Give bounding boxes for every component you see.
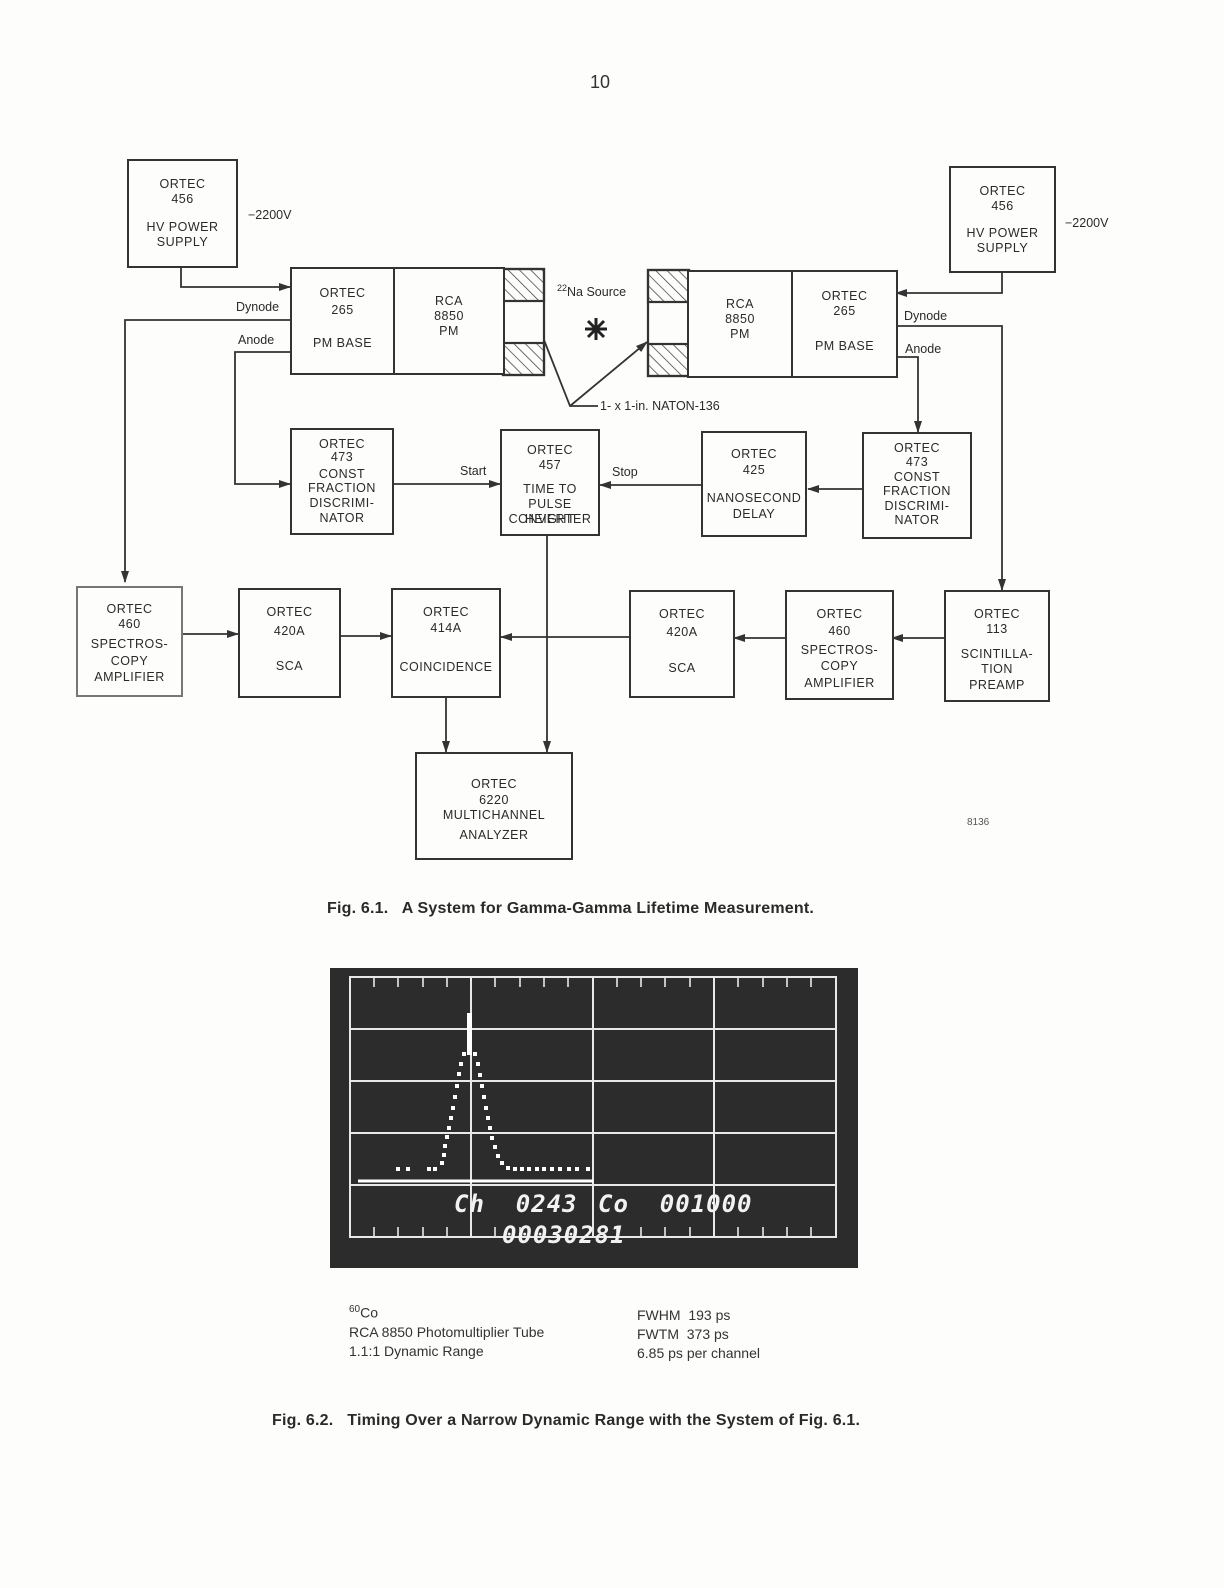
block-diagram-wiring [121,267,1006,753]
source-mass-number: 22 [557,283,568,293]
figure-6-2-notes-left: 60Co RCA 8850 Photomultiplier Tube 1.1:1… [349,1300,544,1361]
hv-left-voltage-label: −2200V [248,208,292,222]
spectroscopy-amplifier-left: ORTEC 460 SPECTROS- COPY AMPLIFIER [76,586,183,697]
scope-counts-readout: Co 001000 [598,1190,753,1218]
photomultiplier-left: RCA 8850 PM [393,267,505,375]
range-line: 1.1:1 Dynamic Range [349,1342,484,1359]
scope-graticule [349,976,837,1238]
fwtm-line: FWTM 373 ps [637,1326,729,1342]
drawing-number: 8136 [967,817,990,828]
figure-6-1-caption: Fig. 6.1. A System for Gamma-Gamma Lifet… [327,900,815,917]
figure-6-2-caption: Fig. 6.2. Timing Over a Narrow Dynamic R… [272,1412,861,1429]
dynode-right-label: Dynode [904,309,948,323]
figure-6-2-notes-right: FWHM 193 ps FWTM 373 ps 6.85 ps per chan… [637,1306,760,1363]
anode-right-label: Anode [905,342,942,356]
hv-right-voltage-label: −2200V [1065,216,1109,230]
multichannel-analyzer: ORTEC 6220 MULTICHANNEL ANALYZER [415,752,573,860]
cfd-left: ORTEC 473 CONST FRACTION DISCRIMI- NATOR [290,428,394,535]
sca-right: ORTEC 420A SCA [629,590,735,698]
stop-label: Stop [612,465,638,479]
pm-base-left: ORTEC 265 PM BASE [290,267,395,375]
coincidence-unit: ORTEC 414A COINCIDENCE [391,588,501,698]
isotope-line: 60Co [349,1300,544,1323]
isotope-mass-number: 60 [349,1304,361,1315]
source-name: Na Source [567,285,627,300]
spectroscopy-amplifier-right: ORTEC 460 SPECTROS- COPY AMPLIFIER [785,590,894,700]
time-to-pulse-height-converter: ORTEC 457 TIME TO PULSE HEIGHT CONVERTER [500,429,600,536]
page-number: 10 [589,72,611,92]
source-star-icon [585,318,607,340]
scope-total-readout: 00030281 [502,1221,626,1249]
oscilloscope-photo: Ch 0243 Co 001000 00030281 [330,968,858,1268]
per-channel-line: 6.85 ps per channel [637,1345,760,1361]
source-label: 22Na Source [557,283,626,299]
pm-base-right: ORTEC 265 PM BASE [791,270,898,378]
tube-line: RCA 8850 Photomultiplier Tube [349,1323,545,1340]
scope-channel-readout: Ch 0243 [454,1190,578,1218]
nanosecond-delay: ORTEC 425 NANOSECOND DELAY [701,431,807,537]
cfd-right: ORTEC 473 CONST FRACTION DISCRIMI- NATOR [862,432,972,539]
sca-left: ORTEC 420A SCA [238,588,341,698]
hv-power-supply-left: ORTEC 456 HV POWER SUPPLY [127,159,238,268]
fwhm-line: FWHM 193 ps [637,1307,731,1323]
anode-left-label: Anode [238,333,275,347]
scintillation-preamp: ORTEC 113 SCINTILLA- TION PREAMP [944,590,1050,702]
photomultiplier-right: RCA 8850 PM [687,270,793,378]
scintillator-label: 1- x 1-in. NATON-136 [600,399,720,413]
isotope-symbol: Co [360,1304,379,1321]
start-label: Start [460,464,487,478]
dynode-left-label: Dynode [236,300,280,314]
hv-power-supply-right: ORTEC 456 HV POWER SUPPLY [949,166,1056,273]
